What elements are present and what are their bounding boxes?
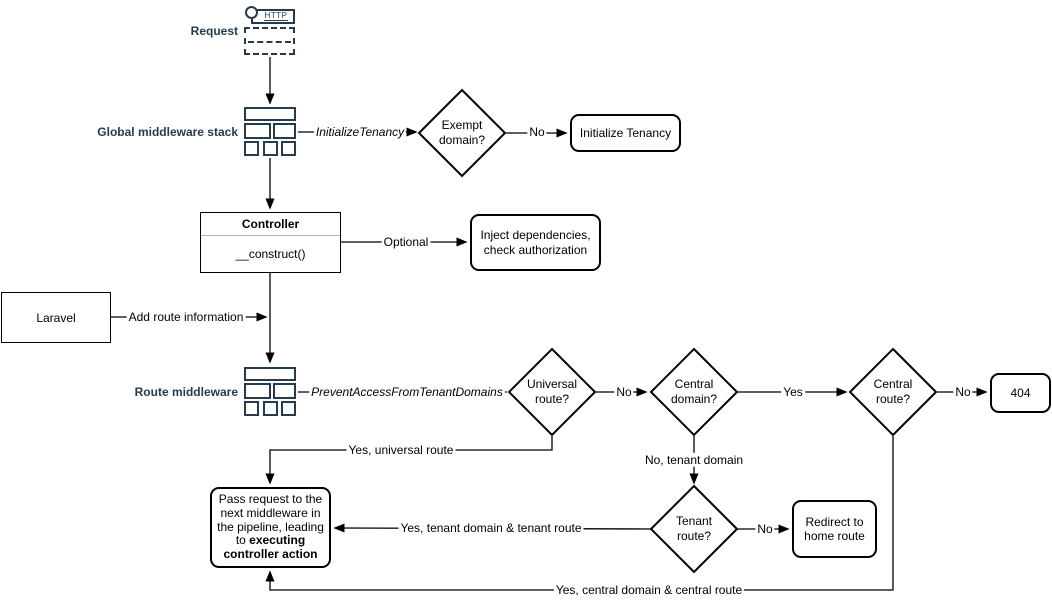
edge-label-yes-central-domain: Yes bbox=[781, 384, 805, 400]
edge-label-no-tenant-domain: No, tenant domain bbox=[642, 452, 746, 468]
edge-label-no-tenant-route: No bbox=[755, 521, 775, 537]
edge-label-yes-central: Yes, central domain & central route bbox=[553, 582, 745, 598]
tenant-route-diamond bbox=[649, 484, 739, 574]
central-domain-label: Central domain? bbox=[670, 377, 718, 406]
tenant-route-label: Tenant route? bbox=[675, 514, 713, 543]
pass-request-text: Pass request to the next middleware in t… bbox=[214, 492, 327, 562]
universal-route-diamond bbox=[507, 347, 597, 437]
global-middleware-stack-icon bbox=[244, 107, 296, 157]
request-circle-icon bbox=[245, 6, 258, 19]
stack-row3-box bbox=[281, 401, 296, 416]
edge-label-optional: Optional bbox=[381, 234, 431, 250]
stack-row3-box bbox=[244, 401, 259, 416]
pass-request-box: Pass request to the next middleware in t… bbox=[210, 487, 331, 568]
not-found-404-box: 404 bbox=[990, 373, 1051, 413]
edge-label-no-universal: No bbox=[614, 384, 634, 400]
initialize-tenancy-box: Initialize Tenancy bbox=[570, 114, 681, 152]
stack-row1-box bbox=[244, 367, 296, 381]
edge-label-initialize-tenancy: InitializeTenancy bbox=[313, 124, 407, 140]
controller-box: Controller __construct() bbox=[200, 212, 341, 273]
request-label: Request bbox=[190, 24, 238, 38]
stack-row3-box bbox=[262, 401, 278, 416]
edge-label-yes-universal-route: Yes, universal route bbox=[346, 442, 456, 458]
edge-label-add-route-information: Add route information bbox=[126, 309, 246, 325]
route-middleware-stack-icon bbox=[244, 367, 296, 417]
central-domain-diamond bbox=[649, 347, 739, 437]
stack-row2-box bbox=[273, 123, 296, 139]
http-label: HTTP bbox=[263, 11, 289, 21]
central-route-label: Central route? bbox=[873, 377, 913, 406]
edge-label-no-central-route: No bbox=[953, 384, 973, 400]
stack-row3-box bbox=[262, 141, 278, 156]
stack-row1-box bbox=[244, 107, 296, 121]
stack-row2-box bbox=[273, 383, 296, 399]
exempt-domain-diamond bbox=[417, 88, 507, 178]
pass-request-text-bold: executing controller action bbox=[223, 533, 318, 562]
stack-row2-box bbox=[244, 123, 271, 139]
controller-title: Controller bbox=[201, 213, 340, 236]
stack-row3-box bbox=[281, 141, 296, 156]
edge-label-yes-tenant: Yes, tenant domain & tenant route bbox=[398, 520, 584, 536]
route-middleware-label: Route middleware bbox=[134, 385, 238, 399]
redirect-home-route-box: Redirect to home route bbox=[792, 500, 877, 558]
request-body-divider bbox=[248, 41, 291, 43]
pass-request-text-normal: Pass request to the next middleware in t… bbox=[217, 492, 324, 548]
edge-label-prevent-access: PreventAccessFromTenantDomains bbox=[309, 384, 505, 400]
laravel-box: Laravel bbox=[1, 292, 111, 343]
central-route-diamond bbox=[848, 347, 938, 437]
exempt-domain-label: Exempt domain? bbox=[438, 118, 486, 147]
controller-constructor: __construct() bbox=[235, 247, 306, 261]
universal-route-label: Universal route? bbox=[526, 377, 577, 406]
stack-row2-box bbox=[244, 383, 271, 399]
stack-row3-box bbox=[244, 141, 259, 156]
request-body-box bbox=[244, 27, 295, 55]
global-middleware-stack-label: Global middleware stack bbox=[97, 125, 238, 139]
http-request-icon: HTTP bbox=[244, 6, 296, 56]
inject-dependencies-box: Inject dependencies, check authorization bbox=[470, 214, 601, 271]
edge-label-no-exempt: No bbox=[527, 124, 547, 140]
